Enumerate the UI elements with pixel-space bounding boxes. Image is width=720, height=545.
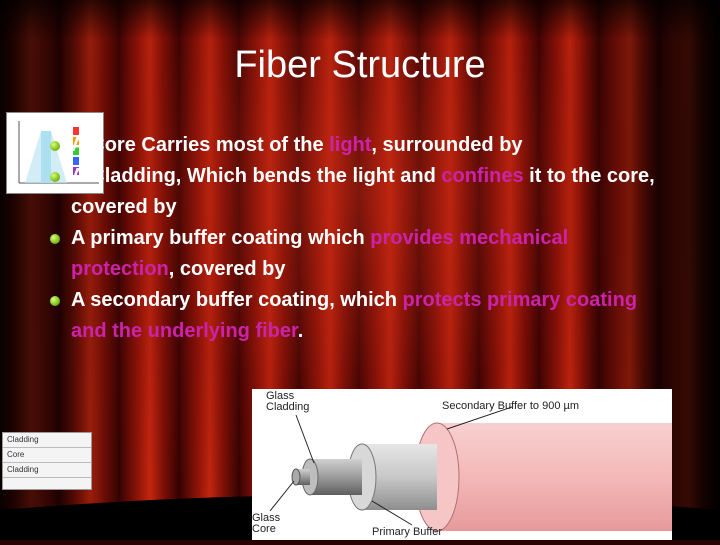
highlighted-text: provides mechanical protection [71,227,569,280]
bullet-item: A secondary buffer coating, which protec… [48,285,668,347]
bullet-item: A primary buffer coating which provides … [48,223,668,285]
bullet-dot-icon [50,234,60,244]
bullet-text: , surrounded by [371,134,523,156]
bullet-text: A primary buffer coating which [71,227,371,249]
legend-item: Core [3,448,91,463]
bullet-text: , covered by [168,258,286,280]
bullet-list: A Core Carries most of the light, surrou… [48,130,668,347]
label-secondary-buffer: Secondary Buffer to 900 µm [442,400,579,412]
bullet-dot-icon [50,296,60,306]
bullet-dot-icon [50,141,60,151]
bullet-text: A Cladding, Which bends the light and [71,165,442,187]
legend-item: Cladding [3,433,91,448]
fiber-illustration [269,406,672,532]
bullet-text: A secondary buffer coating, which [71,289,403,311]
bullet-text: . [297,320,304,342]
bullet-text: it to the core, covered by [71,165,655,218]
label-primary-buffer: Primary Buffer [372,526,443,538]
fiber-cross-section-diagram: Glass Cladding Secondary Buffer to 900 µ… [252,389,672,540]
bullet-text: A Core Carries most of the [71,134,330,156]
highlighted-text: protects primary coating and the underly… [71,289,638,342]
label-glass-cladding: Glass Cladding [266,390,310,413]
legend-item: Cladding [3,463,91,478]
bullet-item: A Cladding, Which bends the light and co… [48,161,668,223]
highlighted-text: confines [441,165,524,187]
slide-title: Fiber Structure [234,44,486,86]
label-glass-core: Glass Core [252,512,281,535]
highlighted-text: light [329,134,372,156]
curtain-shadow-top [0,0,720,40]
bullet-item: A Core Carries most of the light, surrou… [48,130,668,161]
bullet-dot-icon [50,172,60,182]
